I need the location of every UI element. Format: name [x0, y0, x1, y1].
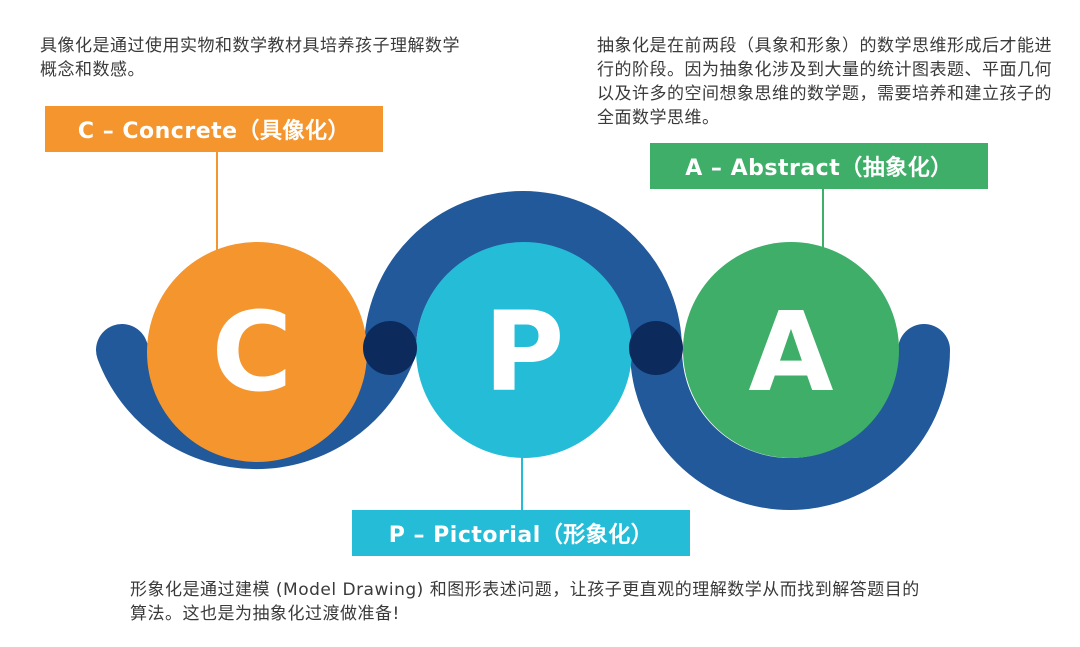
- concrete-letter: C: [212, 288, 293, 416]
- pictorial-circle: [416, 242, 632, 458]
- concrete-circle: [147, 242, 367, 462]
- concrete-label: C – Concrete（具像化）: [45, 106, 383, 152]
- top-middle-arc: [364, 191, 682, 351]
- pictorial-description: 形象化是通过建模 (Model Drawing) 和图形表述问题，让孩子更直观的…: [130, 580, 920, 624]
- right-bottom-arc: [630, 324, 950, 510]
- pictorial-label: P – Pictorial（形象化）: [352, 510, 690, 556]
- left-joint: [363, 321, 417, 375]
- abstract-description: 抽象化是在前两段（具象和形象）的数学思维形成后才能进行的阶段。因为抽象化涉及到大…: [597, 36, 1052, 128]
- pictorial-letter: P: [484, 288, 565, 416]
- concrete-description: 具像化是通过使用实物和数学教材具培养孩子理解数学概念和数感。: [40, 36, 460, 80]
- abstract-letter: A: [748, 288, 833, 416]
- right-joint: [629, 321, 683, 375]
- abstract-label: A – Abstract（抽象化）: [650, 143, 988, 189]
- abstract-circle: [683, 242, 899, 458]
